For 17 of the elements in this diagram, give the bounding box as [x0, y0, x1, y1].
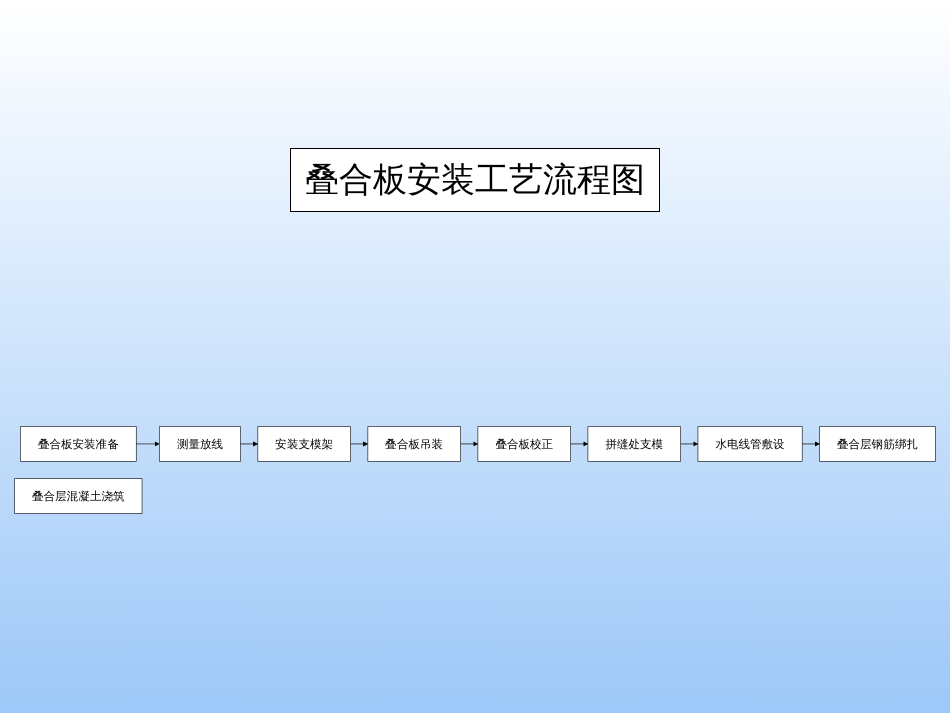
- node-box: 测量放线: [159, 426, 241, 462]
- arrow: [680, 441, 698, 446]
- arrow: [570, 441, 588, 446]
- node-box: 叠合板校正: [478, 426, 571, 462]
- arrow: [240, 441, 258, 446]
- node-box: 叠合板吊装: [368, 426, 461, 462]
- node-box: 叠合层混凝土浇筑: [14, 478, 142, 514]
- node-box: 安装支模架: [258, 426, 351, 462]
- node-box: 拼缝处支模: [588, 426, 681, 462]
- node-box: 叠合板安装准备: [20, 426, 137, 462]
- arrow: [136, 441, 160, 446]
- arrow: [350, 441, 368, 446]
- arrow: [802, 441, 820, 446]
- title-box: 叠合板安装工艺流程图: [290, 148, 660, 212]
- node-box: 叠合层钢筋绑扎: [819, 426, 936, 462]
- node-box: 水电线管敷设: [698, 426, 802, 462]
- arrow: [460, 441, 478, 446]
